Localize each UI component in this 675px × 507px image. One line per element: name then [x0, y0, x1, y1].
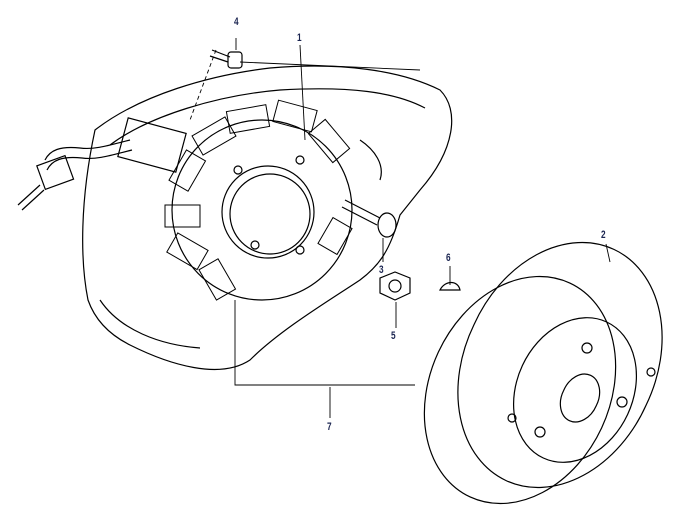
callout-3: 3	[379, 264, 384, 276]
key-6	[439, 281, 461, 291]
wire-harness	[17, 117, 187, 211]
stator	[164, 99, 353, 301]
callout-2: 2	[601, 229, 606, 241]
callout-1: 1	[297, 32, 302, 44]
callout-5: 5	[391, 330, 396, 342]
leader-lines	[189, 38, 611, 418]
callout-7: 7	[327, 421, 332, 433]
callout-4: 4	[234, 16, 239, 28]
flywheel	[423, 241, 663, 505]
screw-3	[341, 199, 397, 238]
nut-5	[379, 271, 411, 301]
engine-case-outline	[82, 65, 453, 371]
callout-6: 6	[446, 252, 451, 264]
